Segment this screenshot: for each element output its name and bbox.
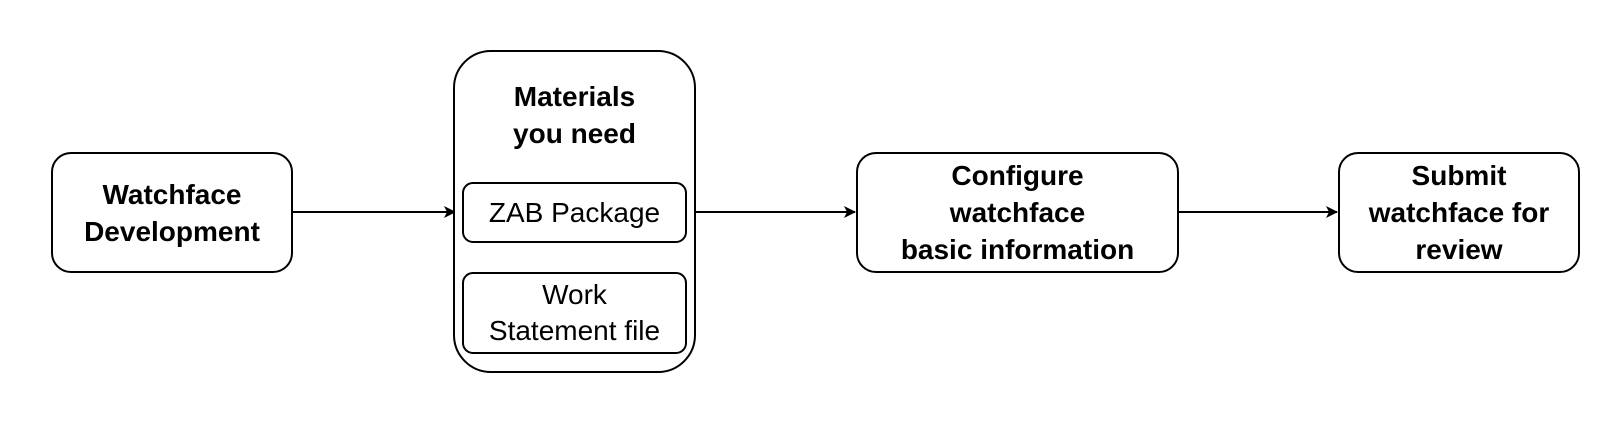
materials-title-line: Materials bbox=[513, 81, 636, 112]
materials-title: Materials you need bbox=[513, 78, 636, 152]
material-item-zab-package: ZAB Package bbox=[462, 182, 687, 243]
material-item-line: Statement file bbox=[488, 315, 661, 346]
node-configure: Configure watchface basic information bbox=[856, 152, 1179, 273]
material-item-work-statement: Work Statement file bbox=[462, 272, 687, 354]
node-submit: Submit watchface for review bbox=[1338, 152, 1580, 273]
material-item-line: Work bbox=[542, 279, 607, 310]
node-dev-line: Watchface bbox=[102, 178, 242, 210]
node-dev-line: Development bbox=[84, 215, 260, 247]
material-item-line: ZAB Package bbox=[488, 196, 661, 228]
node-submit-line: review bbox=[1415, 234, 1503, 265]
node-submit-line: watchface for bbox=[1368, 197, 1550, 228]
node-configure-line: watchface bbox=[949, 197, 1086, 228]
node-watchface-development: Watchface Development bbox=[51, 152, 293, 273]
node-configure-line: basic information bbox=[900, 234, 1135, 265]
node-configure-line: Configure bbox=[951, 160, 1084, 191]
materials-title-line: you need bbox=[513, 118, 636, 149]
node-submit-line: Submit bbox=[1411, 160, 1507, 191]
